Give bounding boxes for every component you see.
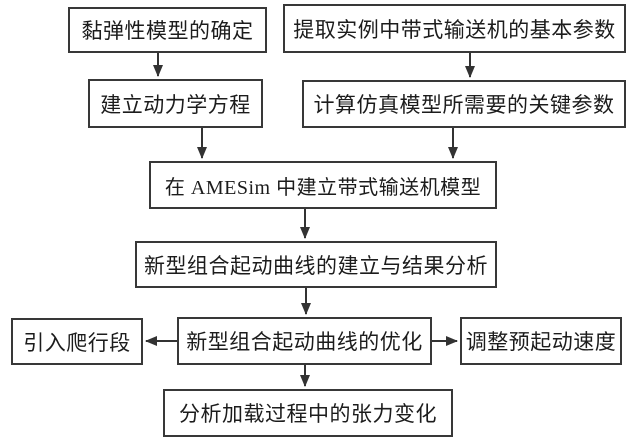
flow-box-curve-establish-analysis: 新型组合起动曲线的建立与结果分析 [135, 241, 497, 288]
flow-box-dynamics-equation: 建立动力学方程 [88, 79, 263, 128]
flow-box-key-simulation-parameters: 计算仿真模型所需要的关键参数 [302, 80, 626, 128]
flow-box-extract-basic-parameters: 提取实例中带式输送机的基本参数 [283, 4, 626, 53]
flow-box-viscoelastic-model: 黏弹性模型的确定 [68, 7, 267, 53]
flow-box-prestart-speed: 调整预起动速度 [460, 317, 622, 365]
flow-box-curve-optimization: 新型组合起动曲线的优化 [177, 317, 432, 365]
flow-box-tension-analysis: 分析加载过程中的张力变化 [163, 389, 453, 437]
flow-box-crawl-section: 引入爬行段 [11, 318, 143, 365]
flow-box-amesim-model: 在 AMESim 中建立带式输送机模型 [149, 161, 497, 209]
